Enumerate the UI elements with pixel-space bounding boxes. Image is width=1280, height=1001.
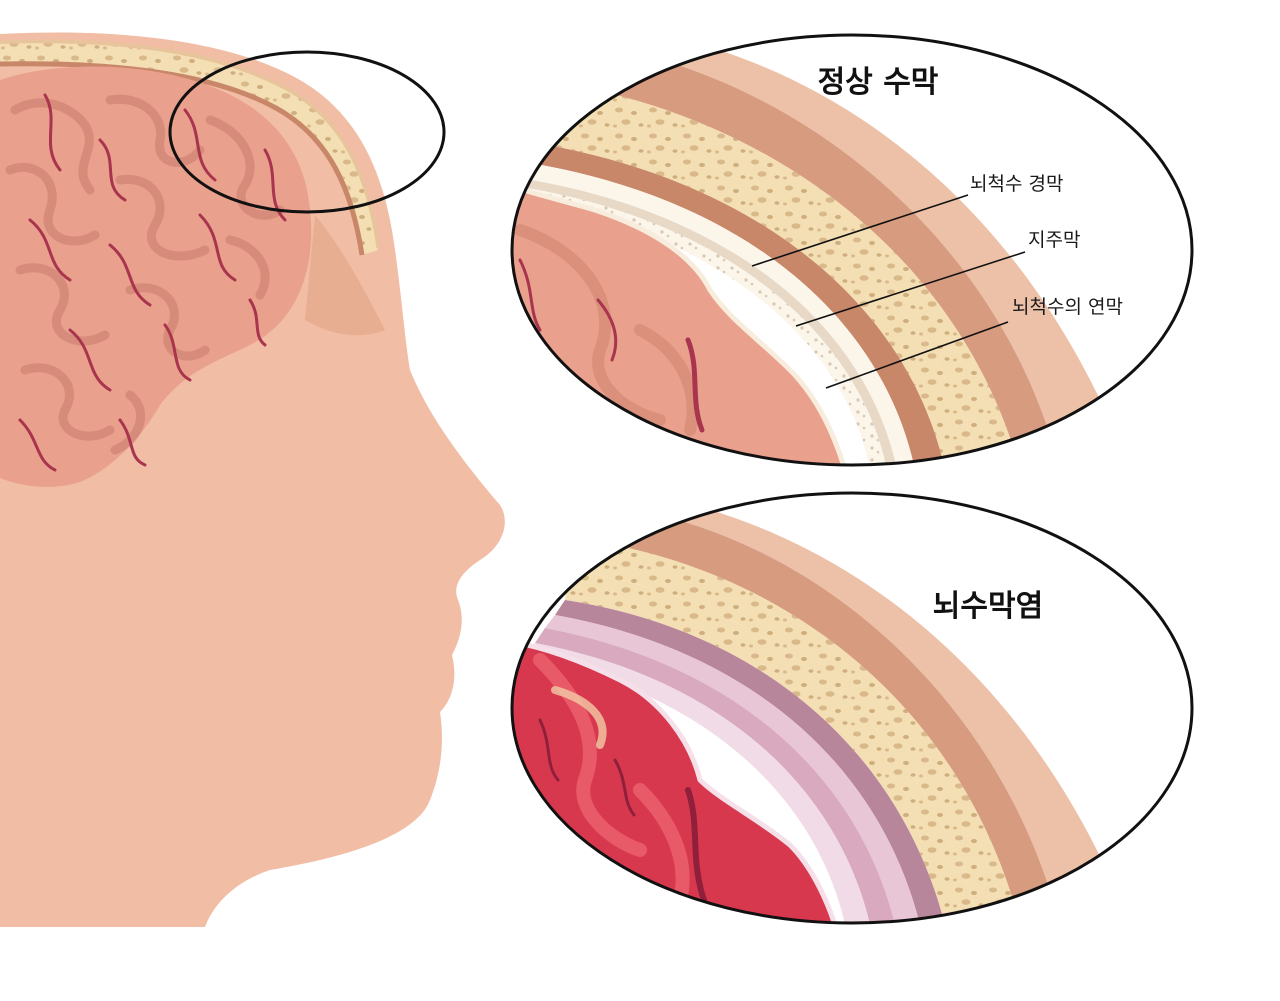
- normal-meninges-title: 정상 수막: [818, 65, 939, 100]
- normal-meninges-zoom: 정상 수막 뇌척수 경막 지주막 뇌척수의 연막: [510, 33, 1194, 467]
- meningitis-zoom: 뇌수막염: [510, 491, 1194, 925]
- pia-leader-line: [825, 321, 1009, 389]
- pia-label: 뇌척수의 연막: [1012, 296, 1123, 318]
- skull-bone: [0, 43, 378, 256]
- arachnoid-label: 지주막: [1028, 229, 1080, 251]
- head-profile: [0, 32, 505, 928]
- dura-leader-line: [751, 194, 969, 267]
- brain: [0, 66, 312, 487]
- zoom-indicator-circle: [168, 50, 446, 214]
- arachnoid-leader-line: [795, 251, 1026, 327]
- dura-label: 뇌척수 경막: [970, 173, 1063, 195]
- meningitis-title: 뇌수막염: [933, 589, 1043, 624]
